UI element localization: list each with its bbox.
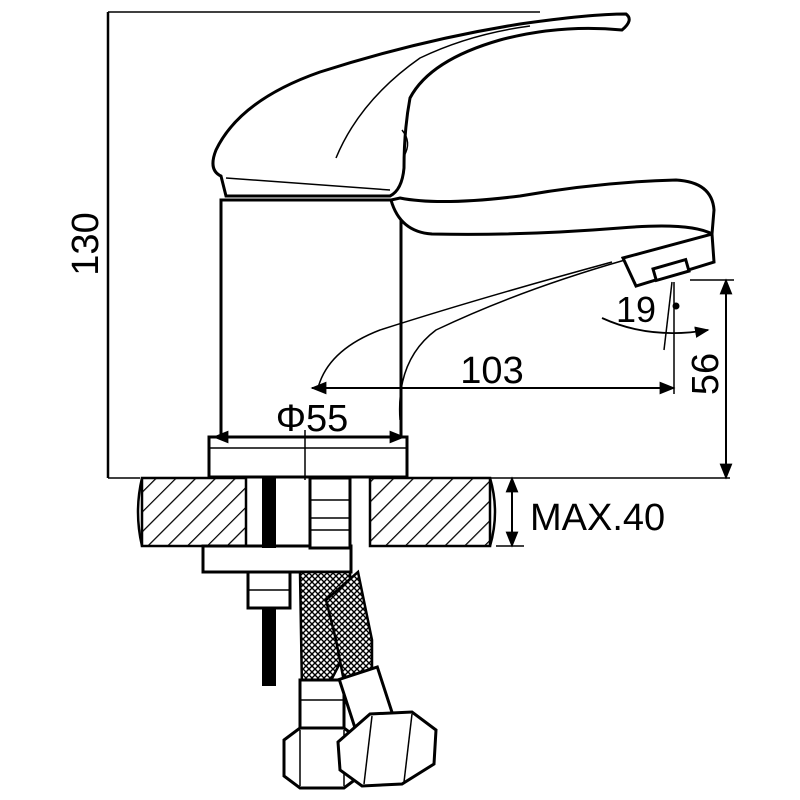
dim-height-label: 130	[65, 212, 107, 275]
dimension-lines	[106, 11, 734, 548]
faucet-handle	[211, 12, 631, 198]
dim-spout-angle-label: 19	[616, 289, 656, 330]
dim-spout-height-label: 56	[685, 353, 727, 395]
faucet-spout	[317, 178, 716, 421]
faucet-body	[207, 198, 409, 479]
dim-max-counter-label: MAX.40	[530, 497, 665, 539]
dim-base-diameter-label: Φ55	[276, 398, 349, 440]
dim-spout-reach-label: 103	[460, 350, 523, 392]
flexible-hoses	[282, 569, 438, 790]
mounting-hardware	[201, 476, 353, 686]
countertop-section	[136, 476, 497, 548]
